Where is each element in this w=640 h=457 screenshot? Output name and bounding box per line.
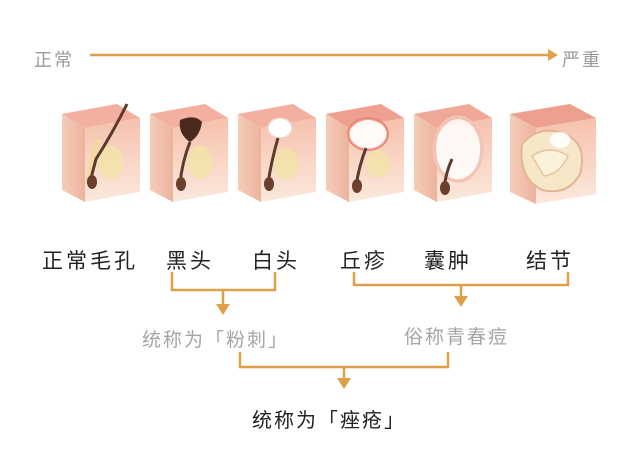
- papule-icon: [326, 104, 404, 202]
- acne-bracket: [238, 352, 450, 389]
- cyst-icon: [414, 104, 492, 202]
- scale-end-label: 严重: [562, 50, 602, 71]
- stage-label-cyst: 囊肿: [424, 249, 472, 273]
- stage-label-papule: 丘疹: [340, 249, 388, 273]
- severity-arrow: [90, 49, 558, 61]
- nodule-icon: [510, 104, 596, 204]
- comedones-label: 统称为「粉刺」: [142, 329, 290, 351]
- comedones-bracket: [170, 272, 277, 315]
- stage-label-nodule: 结节: [526, 249, 574, 273]
- stage-label-normal: 正常毛孔: [42, 249, 138, 273]
- blackhead-icon: [150, 104, 228, 202]
- stage-label-blackhead: 黑头: [166, 249, 214, 273]
- pore-normal-icon: [62, 103, 140, 202]
- whitehead-icon: [238, 104, 316, 202]
- pimples-bracket: [352, 272, 570, 307]
- scale-start-label: 正常: [34, 50, 74, 71]
- pimples-label: 俗称青春痘: [404, 326, 510, 348]
- stage-label-whitehead: 白头: [252, 249, 300, 273]
- acne-label: 统称为「痤疮」: [252, 408, 406, 432]
